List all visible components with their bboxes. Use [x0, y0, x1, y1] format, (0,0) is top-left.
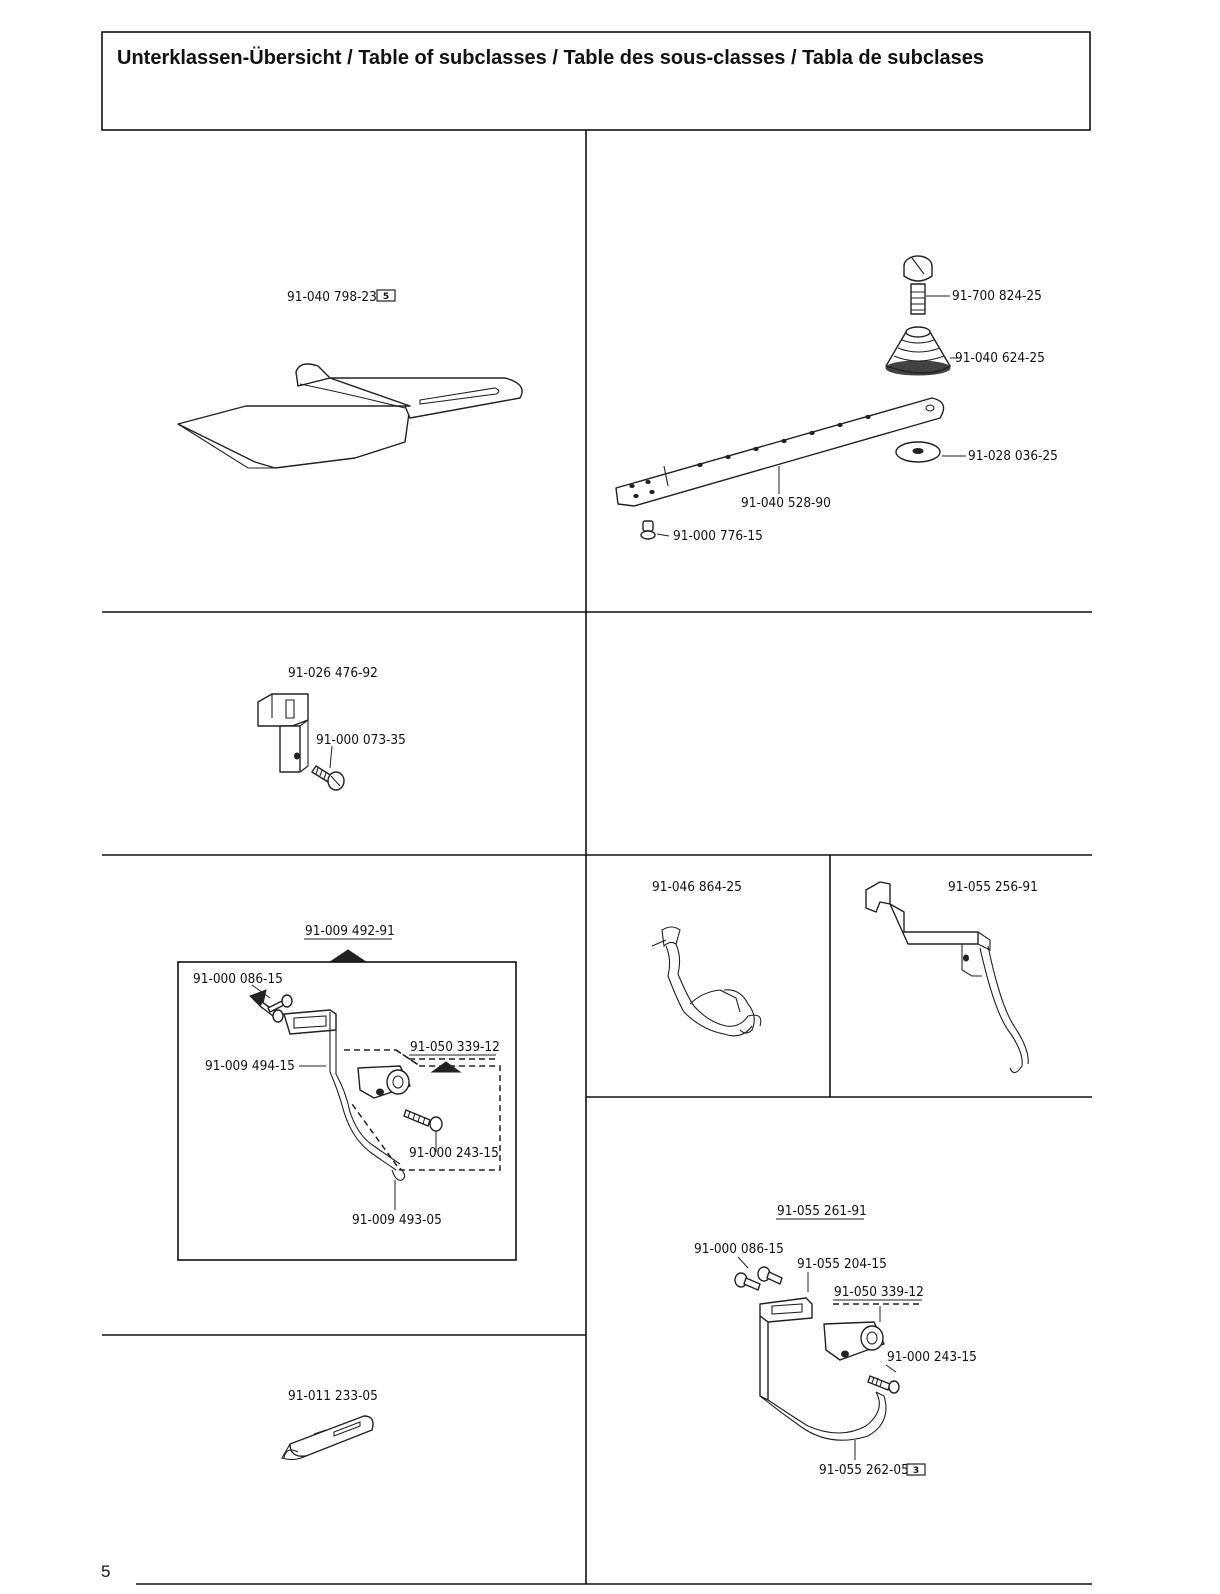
subclass-badge: 5 — [376, 289, 396, 302]
washer-drawing — [895, 441, 941, 463]
cell-5: 91-009 492-91 91-000 086-15 91-009 494-1… — [177, 923, 517, 1261]
part-number: 91-055 204-15 — [797, 1256, 887, 1272]
part-number: 91-000 243-15 — [409, 1145, 499, 1161]
part-number: 91-026 476-92 — [288, 665, 378, 681]
part-number: 91-055 262-05 — [819, 1462, 909, 1478]
cell-8: 91-011 233-05 — [281, 1388, 378, 1461]
part-number: 91-000 243-15 — [887, 1349, 977, 1365]
part-number: 91-009 493-05 — [352, 1212, 442, 1228]
rubber-cone-drawing — [885, 326, 951, 376]
screws-drawing — [734, 1266, 783, 1291]
grid-lines — [102, 130, 1092, 1585]
assembly-arrow — [328, 949, 368, 963]
page-title: Unterklassen-Übersicht / Table of subcla… — [117, 46, 984, 69]
part-number: 91-040 798-23 — [287, 289, 377, 305]
rod-guide-drawing — [865, 881, 1029, 1074]
knee-bar-drawing — [615, 397, 945, 507]
cell-3: 91-026 476-92 91-000 073-35 — [257, 665, 406, 791]
cell-7: 91-055 256-91 — [865, 879, 1038, 1074]
small-screw-drawing — [640, 520, 656, 540]
subclass-badge: 3 — [906, 1463, 926, 1476]
part-number: 91-000 073-35 — [316, 732, 406, 748]
part-number: 91-046 864-25 — [652, 879, 742, 895]
assembly-number: 91-009 492-91 — [305, 923, 395, 939]
part-number: 91-028 036-25 — [968, 448, 1058, 464]
screw-drawing — [311, 765, 345, 791]
svg-text:3: 3 — [913, 1466, 919, 1476]
part-number: 91-009 494-15 — [205, 1058, 295, 1074]
part-number: 91-050 339-12 — [834, 1284, 924, 1300]
part-number: 91-050 339-12 — [410, 1039, 500, 1055]
part-number: 91-055 256-91 — [948, 879, 1038, 895]
part-number: 91-000 776-15 — [673, 528, 763, 544]
svg-text:5: 5 — [383, 292, 389, 302]
part-number: 91-000 086-15 — [193, 971, 283, 987]
hem-guide-drawing — [177, 363, 523, 469]
cell-2: 91-700 824-25 91-040 624-25 91-040 — [615, 255, 1058, 544]
edge-guide-drawing — [759, 1297, 887, 1441]
part-number: 91-040 624-25 — [955, 350, 1045, 366]
cell-1: 91-040 798-23 5 — [177, 289, 523, 469]
part-number: 91-040 528-90 — [741, 495, 831, 511]
screw-drawing — [403, 1109, 443, 1132]
thumb-screw-drawing — [903, 255, 933, 315]
clamp-drawing — [823, 1321, 885, 1361]
assembly-box — [177, 961, 517, 1261]
wire-guide-drawing — [651, 926, 762, 1037]
small-guide-drawing — [281, 1415, 374, 1461]
part-number: 91-000 086-15 — [694, 1241, 784, 1257]
assembly-number: 91-055 261-91 — [777, 1203, 867, 1219]
cell-6: 91-046 864-25 — [651, 879, 762, 1037]
screws-drawing — [249, 989, 293, 1023]
wire-guide-drawing — [283, 1009, 406, 1181]
cell-9: 91-055 261-91 91-000 086-15 91-055 204-1… — [694, 1203, 977, 1478]
bracket-drawing — [257, 693, 309, 773]
clamp-drawing — [357, 1065, 411, 1099]
sub-assembly-arrow — [430, 1061, 462, 1073]
page-number: 5 — [101, 1562, 110, 1581]
part-number: 91-011 233-05 — [288, 1388, 378, 1404]
screw-drawing — [867, 1375, 900, 1394]
header-box — [101, 31, 1091, 131]
part-number: 91-700 824-25 — [952, 288, 1042, 304]
